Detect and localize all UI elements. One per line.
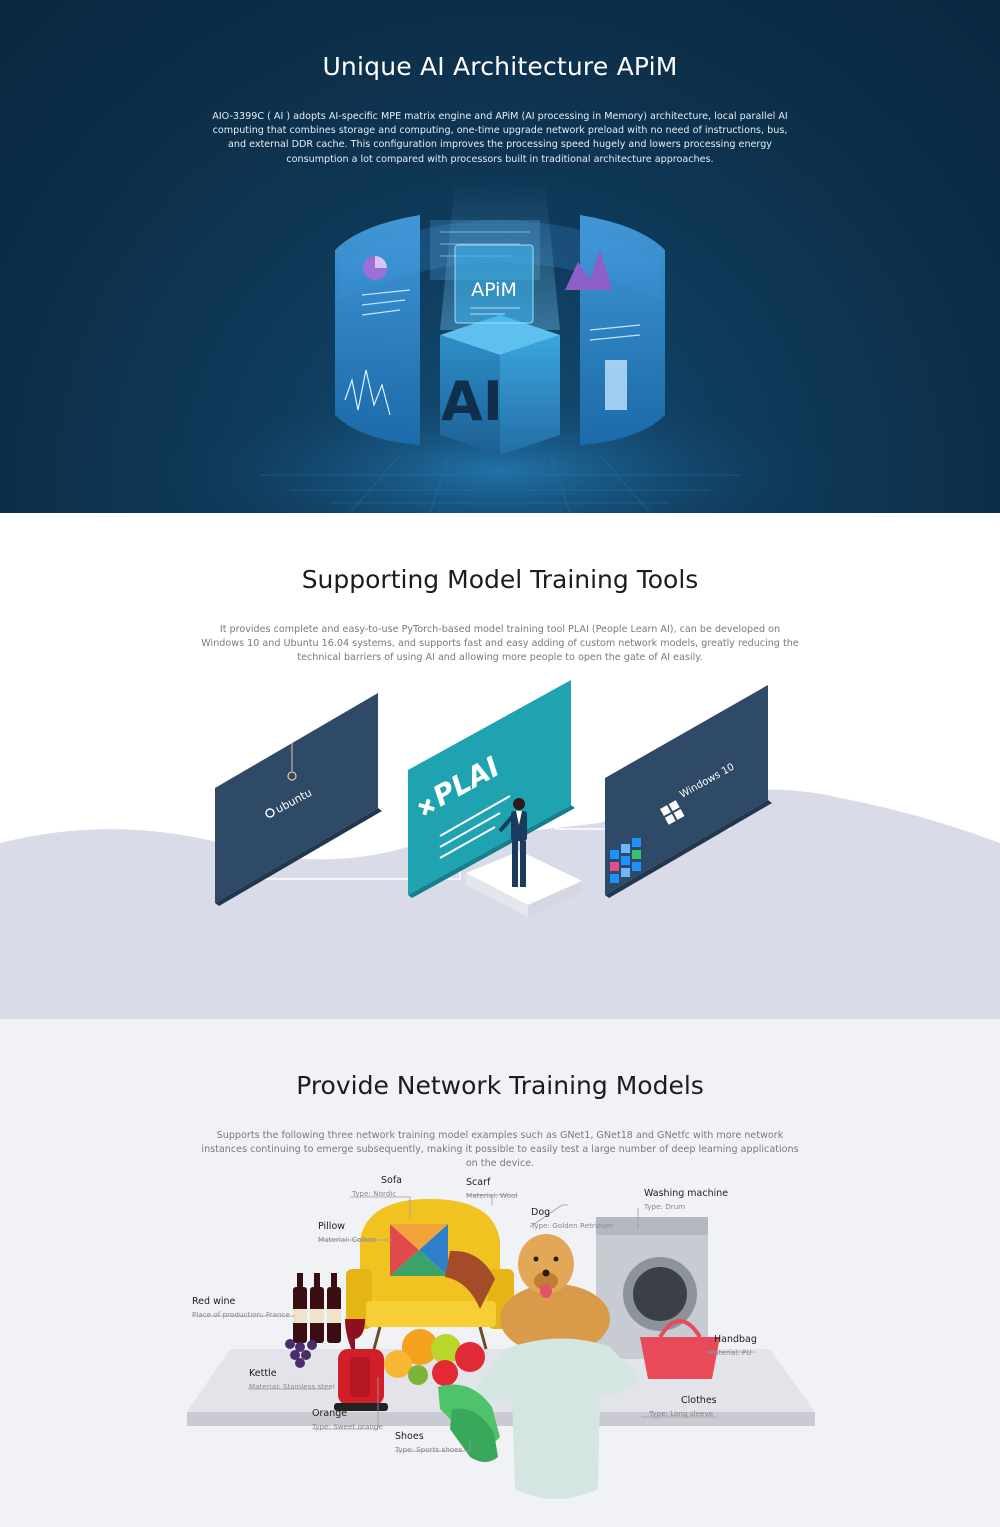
red-wine-image xyxy=(293,1273,365,1357)
ubuntu-logo-icon xyxy=(265,808,275,818)
dog-image xyxy=(500,1234,610,1354)
label-clothes-name: Clothes xyxy=(681,1395,717,1406)
cube-letter-a: AI xyxy=(441,370,503,433)
handbag-image xyxy=(640,1319,720,1379)
platform-edge xyxy=(187,1412,815,1426)
training-tools-description: It provides complete and easy-to-use PyT… xyxy=(201,624,799,664)
apim-chip xyxy=(454,244,534,324)
label-shoes-detail: Type: Sports shoes xyxy=(395,1445,463,1454)
label-washing-machine-detail: Type: Drum xyxy=(644,1202,686,1211)
label-dog-name: Dog xyxy=(531,1207,551,1218)
label-washing-machine-name: Washing machine xyxy=(644,1188,729,1199)
tools-icon xyxy=(418,798,435,816)
network-models-title: Provide Network Training Models xyxy=(296,1071,704,1100)
kettle-image xyxy=(334,1349,388,1411)
label-sofa-detail: Type: Nordic xyxy=(352,1189,397,1198)
wave-background xyxy=(0,789,1000,1019)
leader-lines xyxy=(192,1194,755,1452)
apim-chip-label: APiM xyxy=(471,279,517,301)
mountain-chart-icon xyxy=(565,250,612,290)
training-tools-section: Supporting Model Training Tools It provi… xyxy=(0,513,1000,1019)
left-ring-panel xyxy=(335,215,420,445)
objects-illustration xyxy=(187,1194,815,1499)
floor-grid xyxy=(260,454,740,513)
network-models-section: Provide Network Training Models Supports… xyxy=(0,1019,1000,1527)
label-dog-detail: Type: Golden Retriever xyxy=(531,1221,613,1230)
label-handbag-name: Handbag xyxy=(714,1334,757,1345)
label-orange-detail: Type: Sweet orange xyxy=(312,1422,383,1431)
plai-text-lines xyxy=(439,795,511,859)
ubuntu-pendant-icon xyxy=(287,771,297,781)
fruits-image xyxy=(384,1329,485,1386)
label-kettle-name: Kettle xyxy=(249,1368,277,1379)
shoes-image xyxy=(438,1384,500,1462)
label-handbag-detail: Material: PU xyxy=(708,1348,752,1357)
apim-illustration: AI APiM xyxy=(140,180,860,513)
label-pillow-name: Pillow xyxy=(318,1221,346,1232)
washing-machine-image xyxy=(596,1217,708,1359)
scarf-image xyxy=(445,1250,495,1309)
network-models-description: Supports the following three network tra… xyxy=(201,1130,799,1170)
label-pillow-detail: Material: Cotton xyxy=(318,1235,376,1244)
training-tools-illustration: ubuntu PLAI xyxy=(0,680,1000,1019)
label-kettle-detail: Material: Stainless steel xyxy=(249,1382,335,1391)
bar-icon xyxy=(605,360,627,410)
grapes-image xyxy=(285,1339,317,1368)
label-clothes-detail: Type: Long sleeve xyxy=(649,1409,714,1418)
pillow-image xyxy=(390,1224,448,1276)
apim-title: Unique AI Architecture APiM xyxy=(322,52,678,81)
apim-description: AIO-3399C ( AI ) adopts AI-specific MPE … xyxy=(212,111,788,165)
label-red-wine-name: Red wine xyxy=(192,1296,236,1307)
ubuntu-panel xyxy=(215,693,378,903)
apim-section: Unique AI Architecture APiM AIO-3399C ( … xyxy=(0,0,1000,513)
wave-icon xyxy=(344,369,391,416)
label-scarf-name: Scarf xyxy=(466,1177,491,1188)
windows-logo-icon xyxy=(660,800,685,825)
label-red-wine-detail: Place of production: France xyxy=(192,1310,290,1319)
windows-tiles xyxy=(610,838,641,883)
person-figure xyxy=(498,798,527,887)
label-shoes-name: Shoes xyxy=(395,1431,424,1442)
label-scarf-detail: Material: Wool xyxy=(466,1191,518,1200)
training-tools-title: Supporting Model Training Tools xyxy=(301,565,699,594)
label-sofa-name: Sofa xyxy=(381,1175,403,1186)
label-orange-name: Orange xyxy=(312,1408,348,1419)
windows-panel xyxy=(605,685,768,895)
clothes-image xyxy=(475,1338,640,1499)
